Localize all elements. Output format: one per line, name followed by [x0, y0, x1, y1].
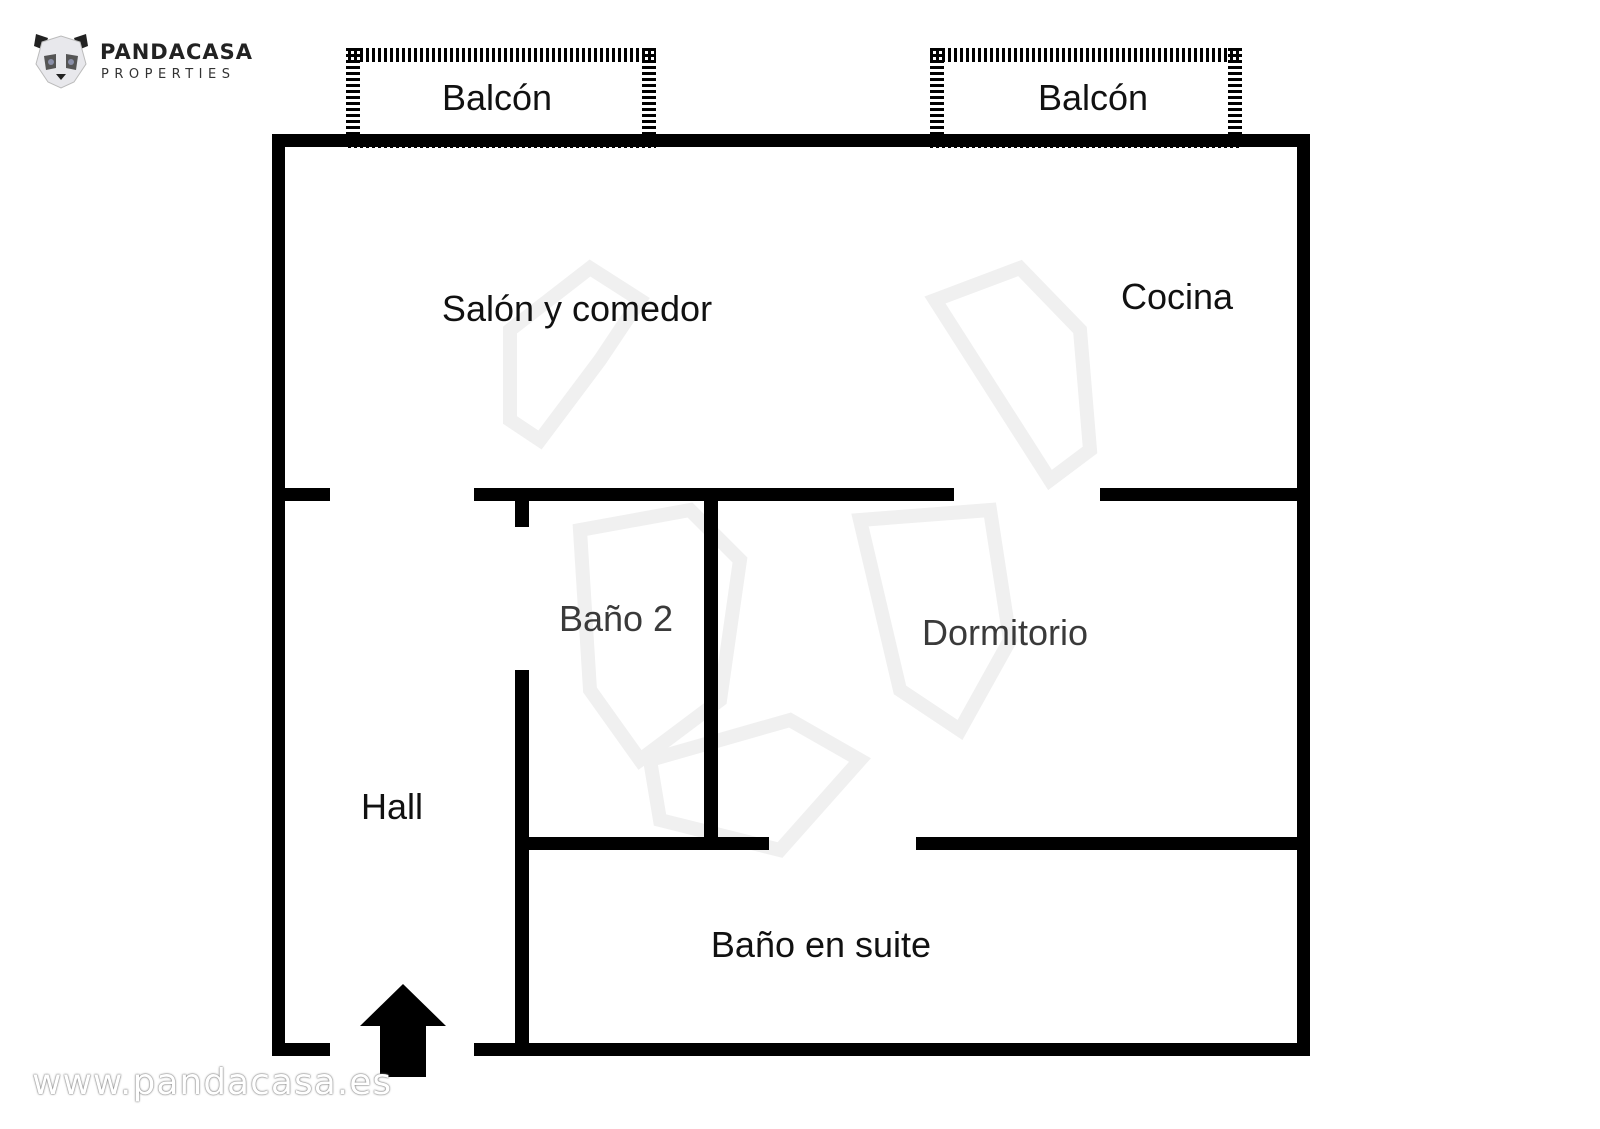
- brand-logo: PANDACASA PROPERTIES: [30, 30, 270, 92]
- panda-head-icon: [34, 34, 88, 89]
- balcony-left-outline: [346, 48, 656, 148]
- balcony-left-label: Balcón: [441, 77, 553, 118]
- brand-name: PANDACASA: [100, 40, 254, 64]
- bathroom-2-label: Baño 2: [558, 598, 674, 639]
- balcony-right-label: Balcón: [1037, 77, 1149, 118]
- entrance-arrow-icon: [360, 984, 446, 1077]
- ensuite-bathroom-label: Baño en suite: [710, 924, 932, 965]
- hall-label: Hall: [360, 786, 424, 827]
- brand-subtitle: PROPERTIES: [101, 67, 236, 82]
- balcony-right-outline: [930, 48, 1242, 148]
- bedroom-label: Dormitorio: [921, 612, 1089, 653]
- living-dining-label: Salón y comedor: [441, 288, 713, 329]
- interior-walls: [285, 488, 1297, 1050]
- website-watermark: www.pandacasa.es: [32, 1062, 393, 1103]
- outer-walls: [272, 134, 1310, 1056]
- kitchen-label: Cocina: [1120, 276, 1234, 317]
- panda-watermark-icon: [503, 259, 1098, 858]
